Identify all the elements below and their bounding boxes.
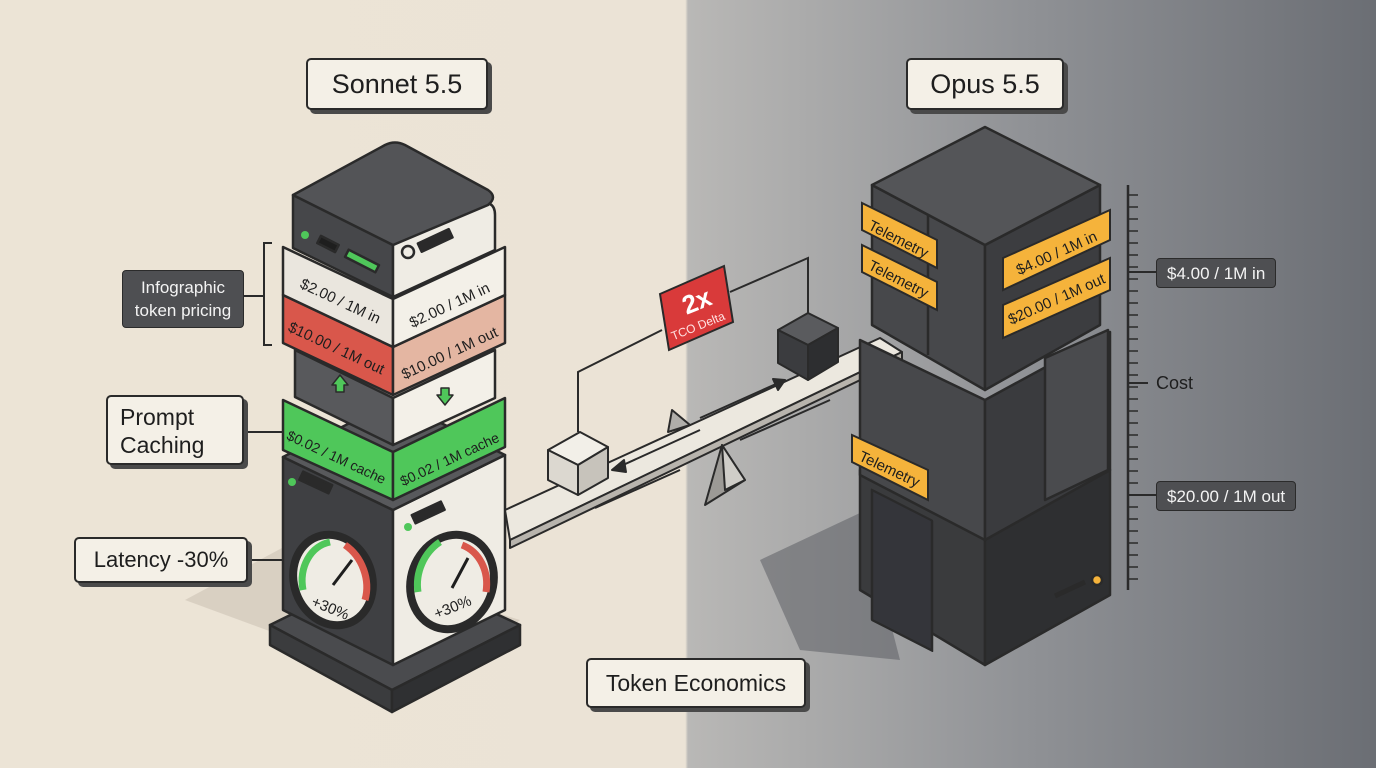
latency-callout: Latency -30% (74, 537, 248, 583)
infographic-line-2: token pricing (134, 301, 232, 320)
sonnet-server-stack (268, 141, 522, 714)
dark-cube (777, 312, 839, 381)
light-cube (547, 431, 609, 496)
infographic-callout: Infographic token pricing (122, 270, 244, 328)
opus-title-text: Opus 5.5 (930, 69, 1040, 99)
prompt-caching-line-2: Caching (120, 432, 205, 458)
tco-connector (577, 256, 809, 432)
infographic-line-1: Infographic (140, 278, 226, 297)
prompt-caching-line-1: Prompt (120, 404, 195, 430)
token-seesaw (504, 337, 903, 549)
gauge-left: +30% (289, 530, 377, 630)
tco-badge: 2x TCO Delta (658, 264, 735, 352)
cost-marker-in: $4.00 / 1M in (1156, 258, 1277, 288)
cost-ruler (1126, 185, 1158, 590)
opus-server-tower (858, 125, 1112, 667)
sonnet-title-text: Sonnet 5.5 (331, 69, 463, 99)
cost-marker-out: $20.00 / 1M out (1156, 481, 1297, 511)
sonnet-title: Sonnet 5.5 (306, 58, 488, 110)
token-economics-callout: Token Economics (586, 658, 806, 708)
cost-marker-out-text: $20.00 / 1M out (1167, 487, 1286, 506)
token-economics-text: Token Economics (605, 670, 787, 696)
opus-title: Opus 5.5 (906, 58, 1064, 110)
latency-text: Latency -30% (93, 547, 229, 572)
cost-axis-label: Cost (1156, 373, 1194, 393)
infographic-bracket (243, 242, 272, 346)
prompt-caching-callout: Prompt Caching (106, 395, 244, 465)
gauge-right: +30% (406, 530, 498, 634)
cost-marker-in-text: $4.00 / 1M in (1167, 264, 1266, 283)
